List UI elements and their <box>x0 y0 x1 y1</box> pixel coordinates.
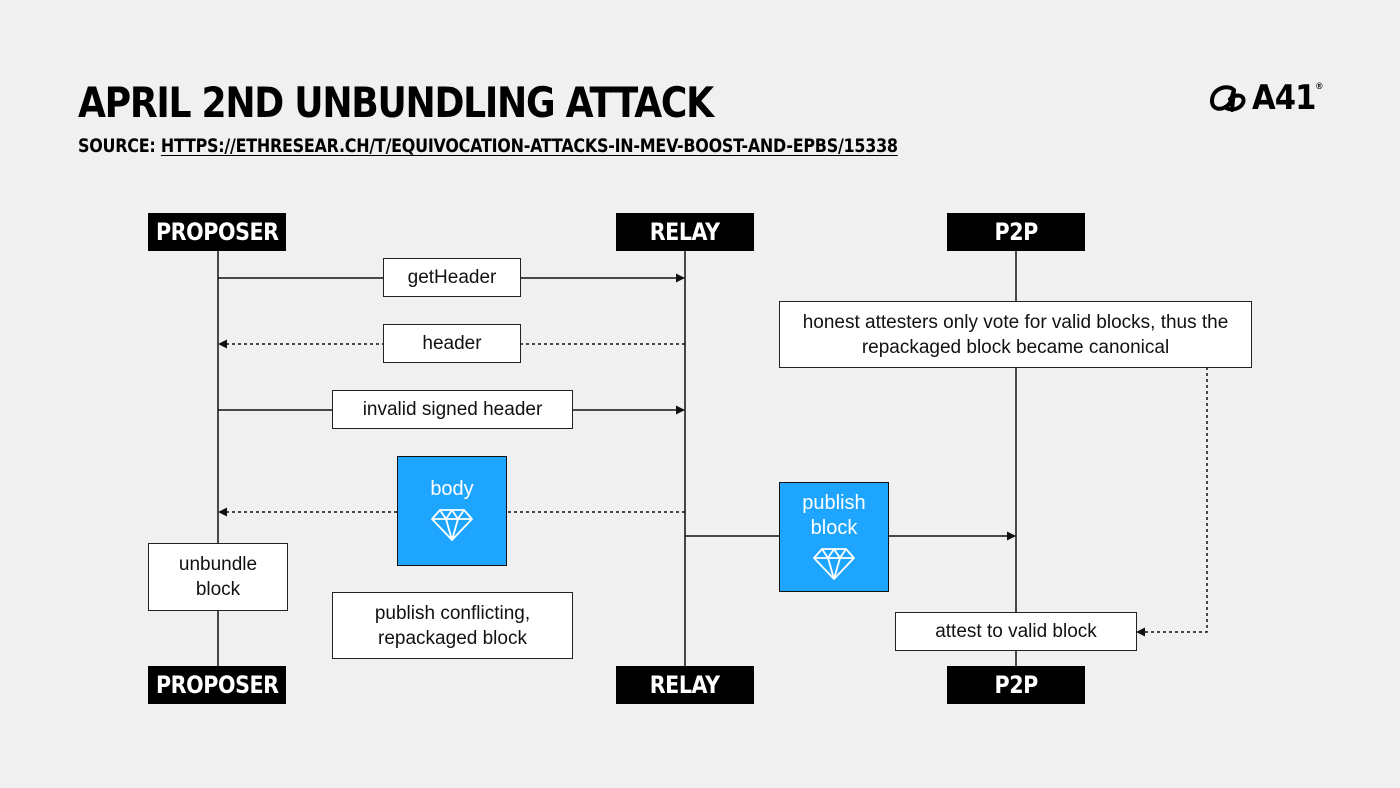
publish-block-label: publish block <box>802 492 866 539</box>
diamond-icon <box>813 548 855 580</box>
logo-registered-mark: ® <box>1316 81 1323 91</box>
source-line: SOURCE: HTTPS://ETHRESEAR.CH/T/EQUIVOCAT… <box>78 134 898 158</box>
actor-p2p-bottom: P2P <box>947 666 1085 704</box>
publish-block-box: publish block <box>779 482 889 592</box>
a41-logo-icon <box>1210 85 1246 112</box>
actor-proposer-bottom: PROPOSER <box>148 666 286 704</box>
actor-p2p-top: P2P <box>947 213 1085 251</box>
logo-text: A41 <box>1252 78 1316 118</box>
header-label: header <box>383 324 521 363</box>
a41-logo: A41 ® <box>1208 78 1323 118</box>
diamond-icon <box>431 509 473 541</box>
body-label: body <box>430 478 474 500</box>
actor-proposer-top: PROPOSER <box>148 213 286 251</box>
page-title: APRIL 2ND UNBUNDLING ATTACK <box>78 78 714 127</box>
body-box: body <box>397 456 507 566</box>
get-header-label: getHeader <box>383 258 521 297</box>
publish-conflicting-label: publish conflicting, repackaged block <box>332 592 573 659</box>
source-prefix: SOURCE: <box>78 135 161 157</box>
source-link[interactable]: HTTPS://ETHRESEAR.CH/T/EQUIVOCATION-ATTA… <box>160 135 898 157</box>
honest-attesters-note: honest attesters only vote for valid blo… <box>779 301 1252 368</box>
attest-valid-block-label: attest to valid block <box>895 612 1137 651</box>
invalid-signed-header-label: invalid signed header <box>332 390 573 429</box>
attesters-to-attest-arrow <box>1136 367 1208 637</box>
actor-relay-top: RELAY <box>616 213 754 251</box>
unbundle-block-label: unbundle block <box>148 543 288 611</box>
actor-relay-bottom: RELAY <box>616 666 754 704</box>
